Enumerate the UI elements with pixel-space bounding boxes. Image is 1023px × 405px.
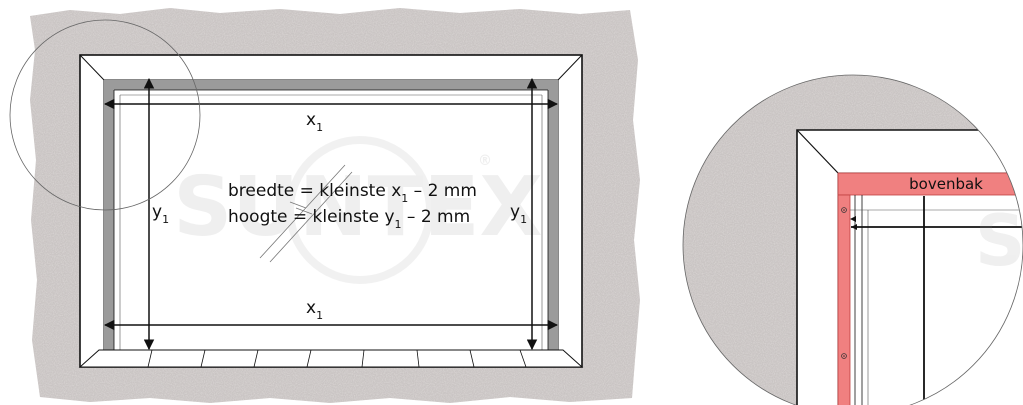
y1-right-label: y1 [510,202,527,226]
top-box [837,172,1023,196]
watermark-logo: SUNTEX ® [173,136,543,284]
detail-circle-border [682,74,1023,405]
watermark-text: SUNTEX [173,160,542,255]
side-profile [837,194,851,405]
top-box-label: bovenbak [909,175,983,193]
detail-magnified-view: SUNTEX bovenbak [682,74,1023,405]
main-wall-recess: SUNTEX ® x1 x1 y1 y1 breedte = kleinste … [9,8,640,403]
x1-bottom-label: x1 [306,298,323,322]
watermark-registered: ® [478,153,492,169]
break-marks [259,164,353,263]
detail-watermark-text: SUNTEX [975,200,1023,282]
dimension-arrows [103,77,559,351]
detail-callout-circle [9,19,201,211]
formula-height: hoogte = kleinste y1 – 2 mm [228,207,470,231]
window-sill [78,349,584,368]
y1-left-label: y1 [152,202,169,226]
formula-width: breedte = kleinste x1 – 2 mm [228,181,477,205]
x1-top-label: x1 [306,110,323,134]
